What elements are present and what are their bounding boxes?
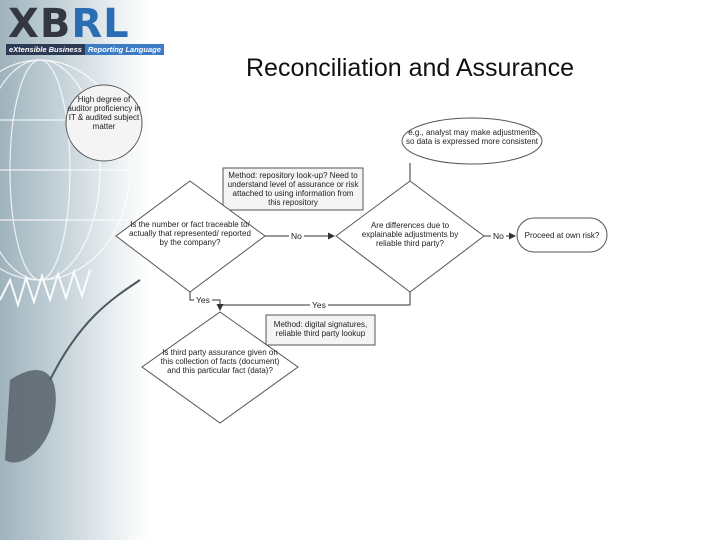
assurance-diamond-label: Is third party assurance given on this c… <box>160 348 280 375</box>
method-digital-box <box>265 314 376 346</box>
globe-and-mouse-graphic <box>0 59 141 463</box>
method-repository-box <box>222 167 364 211</box>
edge-label-yes-2: Yes <box>310 300 328 310</box>
analyst-ellipse-label: e.g., analyst may make adjustments so da… <box>405 128 539 146</box>
explainable-diamond-label: Are differences due to explainable adjus… <box>361 221 459 248</box>
decorative-side-band <box>0 0 150 540</box>
method-repository-label: Method: repository look-up? Need to unde… <box>227 171 359 207</box>
edge-label-no-1: No <box>289 231 304 241</box>
traceable-diamond-label: Is the number or fact traceable to/ actu… <box>129 220 251 247</box>
auditor-circle-shape <box>65 84 143 162</box>
logo-tagline-right: Reporting Language <box>84 44 164 55</box>
logo-tagline-left: eXtensible Business <box>6 44 85 55</box>
edge-label-no-2: No <box>491 231 506 241</box>
method-digital-label: Method: digital signatures, reliable thi… <box>273 320 368 338</box>
auditor-circle-label: High degree of auditor proficiency in IT… <box>67 95 141 131</box>
assurance-diamond-shape <box>141 311 299 424</box>
edge-explainable-yes <box>222 292 411 306</box>
analyst-ellipse-shape <box>401 117 543 165</box>
proceed-terminal-shape <box>516 217 608 253</box>
slide-title: Reconciliation and Assurance <box>246 54 574 82</box>
logo-mark-left: XB <box>8 1 72 47</box>
edge-label-yes-1: Yes <box>194 295 212 305</box>
proceed-terminal-label: Proceed at own risk? <box>524 231 600 240</box>
logo-mark-right: RL <box>71 1 130 47</box>
